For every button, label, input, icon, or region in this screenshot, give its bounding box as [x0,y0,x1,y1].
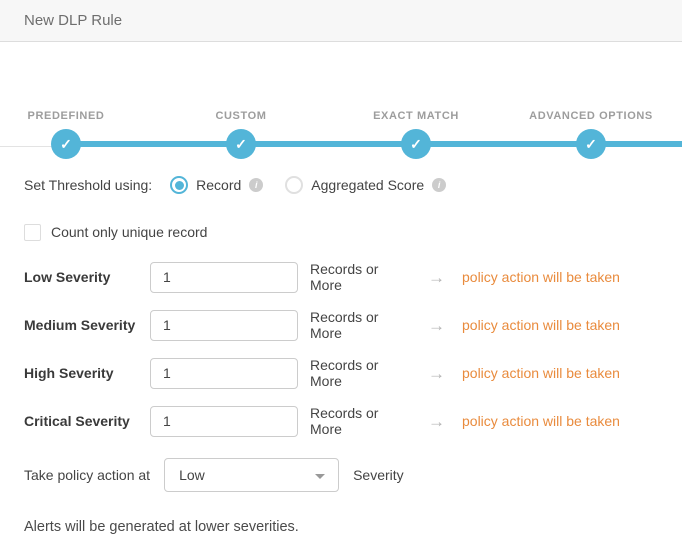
check-icon[interactable]: ✓ [576,129,606,159]
check-icon[interactable]: ✓ [401,129,431,159]
severity-row-high: High Severity Records or More → policy a… [24,349,658,397]
step-label: EXACT MATCH [373,110,459,122]
severity-select[interactable]: Low [164,458,340,492]
low-severity-input[interactable] [150,261,298,293]
info-icon[interactable]: i [432,178,447,192]
policy-action-suffix: Severity [353,467,404,483]
radio-aggregated-label: Aggregated Score [311,177,425,193]
policy-action-text: policy action will be taken [462,269,620,285]
alerts-footnote: Alerts will be generated at lower severi… [24,519,299,535]
severity-select-value: Low [179,467,205,483]
radio-record-selected-icon[interactable] [170,176,189,194]
critical-severity-input[interactable] [150,405,298,437]
policy-action-text: policy action will be taken [462,365,620,381]
step-label: PREDEFINED [27,110,105,122]
policy-action-prefix: Take policy action at [24,467,151,483]
severity-label: High Severity [24,365,114,381]
radio-option-aggregated-score[interactable]: Aggregated Score i [285,176,447,194]
severity-label: Low Severity [24,269,111,285]
arrow-right-icon: → [428,363,445,383]
wizard-stepper: PREDEFINED ✓ CUSTOM ✓ EXACT MATCH ✓ ADVA… [0,42,682,159]
radio-dot [174,180,184,190]
severity-row-medium: Medium Severity Records or More → policy… [24,301,658,349]
policy-action-row: Take policy action at Low Severity [24,457,658,493]
arrow-right-icon: → [428,267,445,287]
unique-record-row[interactable]: Count only unique record [24,219,658,245]
stepper-track [66,141,682,147]
dialog-header: New DLP Rule [0,0,682,42]
info-icon[interactable]: i [249,178,264,192]
step-label: ADVANCED OPTIONS [529,110,653,122]
page-title: New DLP Rule [24,12,123,29]
records-unit-label: Records or More [310,405,379,437]
records-unit-label: Records or More [310,357,379,389]
medium-severity-input[interactable] [150,309,298,341]
records-unit-label: Records or More [310,261,379,293]
unique-record-checkbox[interactable] [24,223,41,241]
advanced-options-panel: Set Threshold using: Record i Aggregated… [0,171,682,535]
severity-row-low: Low Severity Records or More → policy ac… [24,253,658,301]
radio-option-record[interactable]: Record i [170,176,264,194]
check-icon[interactable]: ✓ [226,129,256,159]
records-unit-label: Records or More [310,309,379,341]
severity-thresholds: Low Severity Records or More → policy ac… [24,253,658,445]
radio-record-label: Record [196,177,242,193]
arrow-right-icon: → [428,411,445,431]
high-severity-input[interactable] [150,357,298,389]
policy-action-text: policy action will be taken [462,317,620,333]
severity-label: Medium Severity [24,317,136,333]
radio-aggregated-unselected-icon[interactable] [285,176,304,194]
threshold-label: Set Threshold using: [24,177,153,193]
severity-label: Critical Severity [24,413,130,429]
check-icon[interactable]: ✓ [51,129,81,159]
unique-record-label: Count only unique record [51,224,208,240]
policy-action-text: policy action will be taken [462,413,620,429]
threshold-row: Set Threshold using: Record i Aggregated… [24,171,658,199]
arrow-right-icon: → [428,315,445,335]
step-label: CUSTOM [215,110,267,122]
chevron-down-icon [315,474,326,479]
severity-row-critical: Critical Severity Records or More → poli… [24,397,658,445]
